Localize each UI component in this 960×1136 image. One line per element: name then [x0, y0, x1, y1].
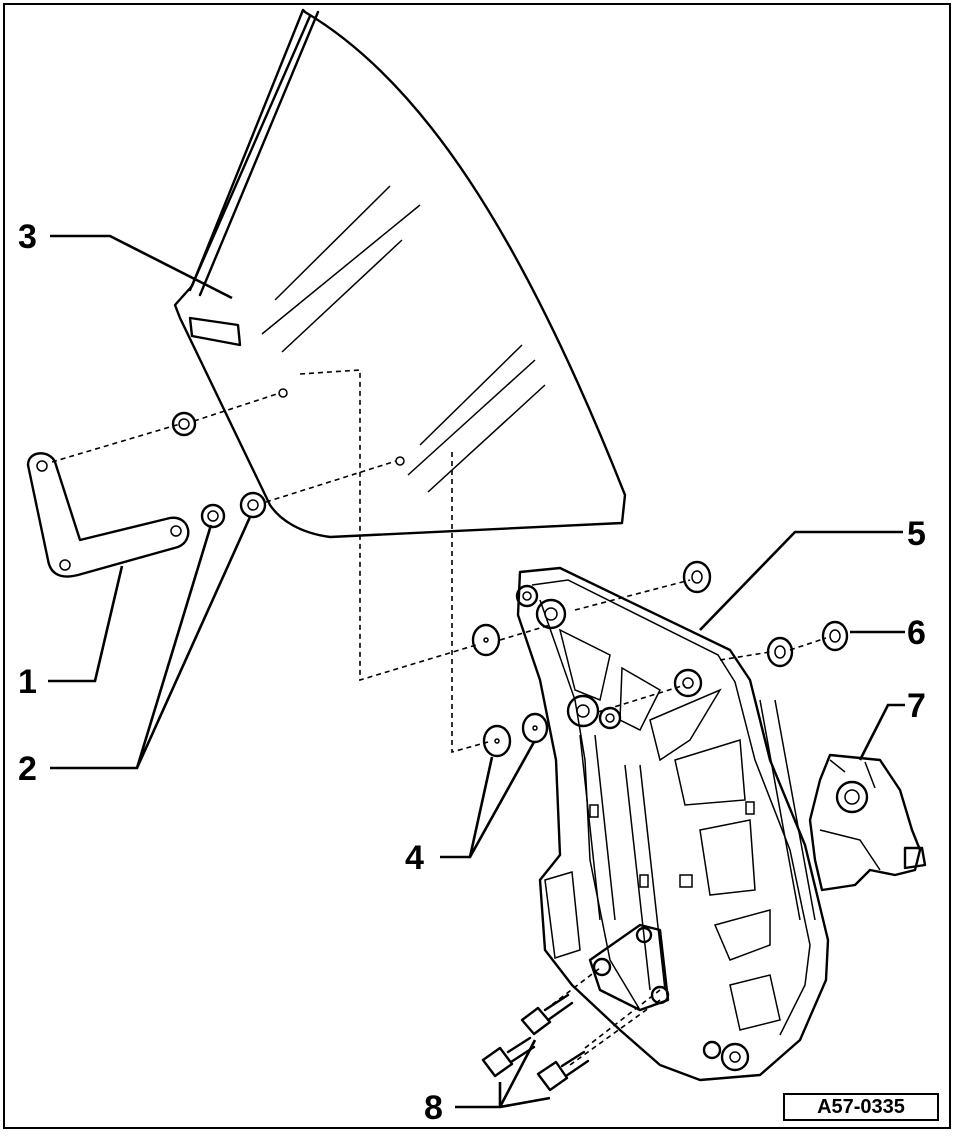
leader-4 — [440, 741, 536, 859]
callout-label-3: 3 — [18, 218, 37, 256]
bolts-8 — [481, 993, 590, 1092]
bolt — [520, 993, 574, 1036]
leader-8 — [455, 1039, 551, 1109]
washers-4 — [471, 623, 549, 758]
nut — [239, 491, 267, 519]
leader-1 — [48, 565, 124, 683]
window-regulator — [515, 566, 830, 1082]
spacer — [682, 560, 712, 594]
leader-2 — [50, 516, 252, 770]
leader-3 — [50, 234, 233, 300]
nut — [171, 411, 197, 437]
window-motor — [808, 753, 927, 892]
callout-label-6: 6 — [907, 614, 926, 652]
spacer — [766, 636, 794, 668]
spacers-6 — [682, 560, 849, 668]
bolt — [536, 1050, 590, 1092]
window-glass — [173, 8, 627, 539]
leader-lines — [48, 234, 905, 1109]
callout-label-7: 7 — [907, 687, 926, 725]
callout-labels: 3 1 2 4 5 6 7 8 — [18, 218, 926, 1127]
washer — [471, 623, 501, 657]
washer — [482, 724, 512, 758]
callout-label-8: 8 — [424, 1089, 443, 1127]
callout-label-2: 2 — [18, 750, 37, 788]
glass-bracket — [26, 452, 190, 578]
figure-reference-code: A57-0335 — [783, 1093, 939, 1121]
leader-5 — [699, 530, 903, 631]
washer — [521, 712, 549, 744]
callout-label-4: 4 — [405, 839, 424, 877]
assembly-lines — [51, 369, 827, 1066]
spacer — [821, 620, 849, 652]
callout-label-1: 1 — [18, 663, 37, 701]
nut — [200, 503, 226, 529]
nuts-2 — [171, 411, 267, 529]
diagram-frame — [3, 3, 951, 1129]
leader-7 — [858, 703, 905, 761]
callout-label-5: 5 — [907, 515, 926, 553]
